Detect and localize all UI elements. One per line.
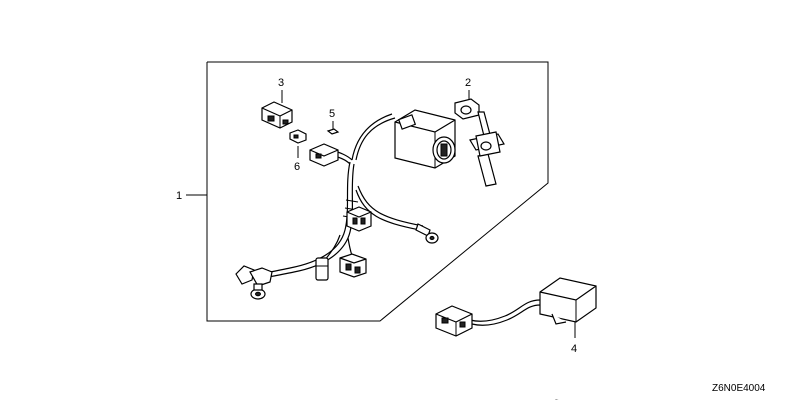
connector-part-3 (261, 101, 293, 129)
clip-part-5 (326, 128, 340, 135)
fuse-holder (315, 257, 329, 281)
terminal-left (235, 265, 273, 300)
callout-3-label: 3 (278, 77, 284, 89)
callout-6-label: 6 (294, 161, 300, 173)
callout-4-label: 4 (571, 343, 577, 355)
callout-1-label: 1 (176, 190, 182, 202)
hour-meter-connector (435, 305, 473, 337)
hour-meter-part-4 (539, 277, 597, 400)
kit-boundary (206, 61, 549, 322)
connector-part-6 (289, 129, 307, 144)
callout-2-label: 2 (465, 77, 471, 89)
key-part-2 (454, 98, 505, 187)
harness-connector-mid (346, 206, 372, 232)
hour-meter-wire (469, 299, 541, 326)
callout-5-label: 5 (329, 108, 335, 120)
harness-connector-upper (309, 143, 339, 167)
drawing-code: Z6N0E4004 (712, 383, 766, 394)
ring-terminal-right (415, 223, 439, 244)
harness-connector-lower (339, 253, 367, 278)
ignition-switch (394, 109, 456, 169)
